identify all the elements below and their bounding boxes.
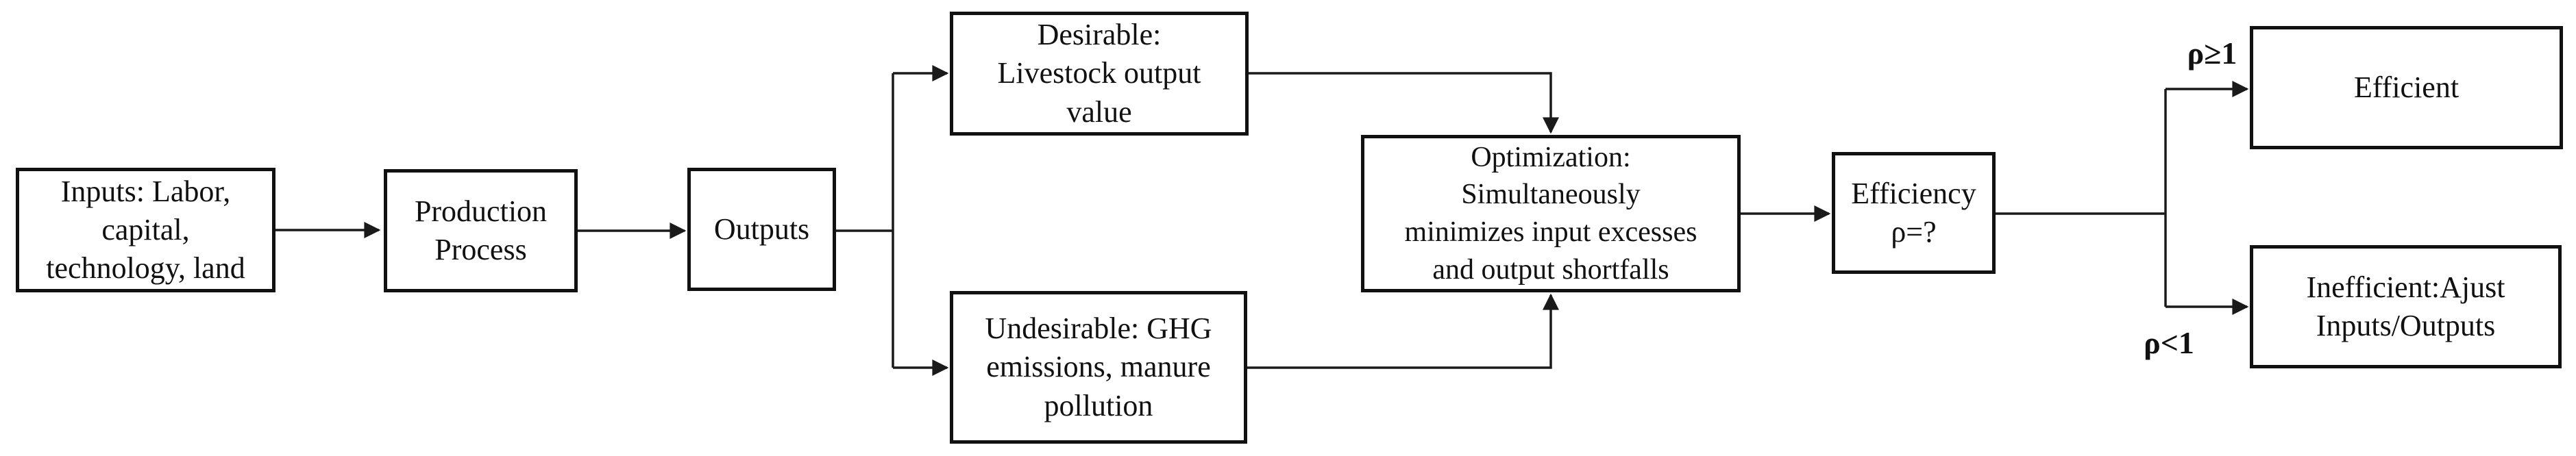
node-efficiency: Efficiency ρ=? [1832, 152, 1996, 274]
node-efficiency-label: Efficiency ρ=? [1851, 176, 1976, 249]
node-optimization: Optimization: Simultaneously minimizes i… [1361, 135, 1741, 292]
node-inputs: Inputs: Labor, capital, technology, land [16, 168, 275, 292]
node-efficient: Efficient [2250, 26, 2563, 149]
node-efficient-label: Efficient [2353, 70, 2460, 104]
node-production-process-label: Production Process [414, 194, 548, 266]
node-inputs-label: Inputs: Labor, capital, technology, land [46, 174, 245, 286]
node-desirable-output-label: Desirable: Livestock output value [997, 18, 1201, 129]
node-undesirable-output: Undesirable: GHG emissions, manure pollu… [950, 291, 1247, 444]
branch-label-rho-lt-1: ρ<1 [2144, 325, 2194, 360]
branch-label-rho-ge-1: ρ≥1 [2187, 36, 2237, 71]
node-inefficient: Inefficient:Ajust Inputs/Outputs [2250, 245, 2562, 368]
node-optimization-label: Optimization: Simultaneously minimizes i… [1404, 141, 1697, 286]
node-outputs: Outputs [687, 168, 836, 291]
node-inefficient-label: Inefficient:Ajust Inputs/Outputs [2306, 270, 2505, 342]
node-outputs-label: Outputs [713, 212, 810, 246]
node-production-process: Production Process [384, 169, 578, 292]
arrow-undesirable-to-optimization [1247, 293, 1559, 369]
arrow-desirable-to-optimization [1249, 72, 1559, 134]
node-undesirable-output-label: Undesirable: GHG emissions, manure pollu… [985, 312, 1212, 422]
node-desirable-output: Desirable: Livestock output value [950, 12, 1249, 136]
